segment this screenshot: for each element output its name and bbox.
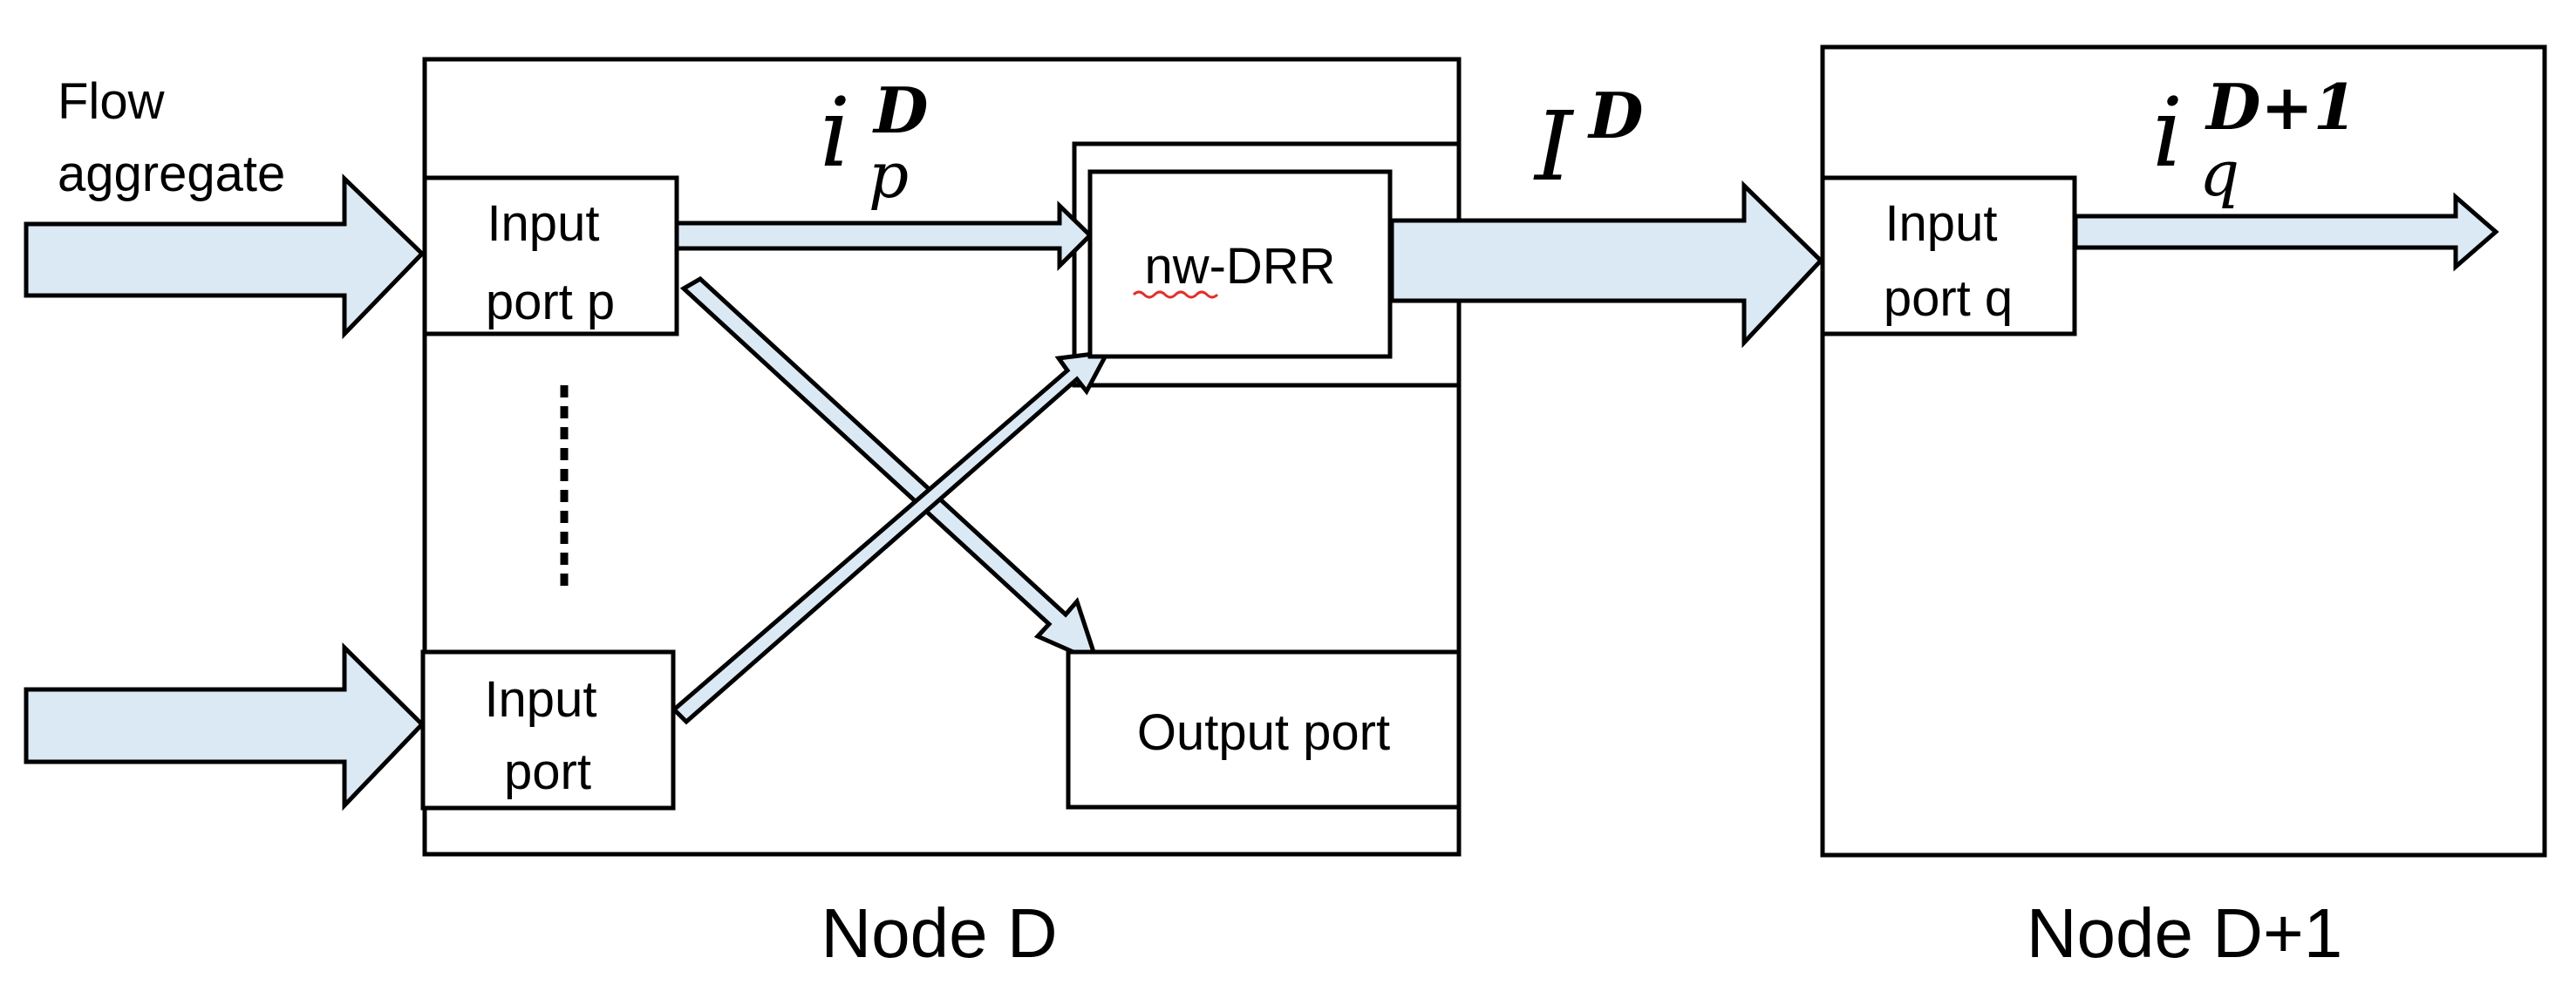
input-port-label: Input port [484,671,610,800]
crossbar-arrow-to-scheduler [671,349,1112,725]
input-port-p-box [422,175,679,336]
svg-text:D: D [872,73,928,147]
math-i-p-D: i D p [820,73,928,212]
arrow-scheduler-to-next-node [1389,180,1824,349]
crossbar-arrow-to-output [679,275,1101,667]
flow-aggregate-label: Flow aggregate [58,73,285,202]
node-d1-label: Node D+1 [2027,894,2342,972]
svg-text:I: I [1533,91,1575,202]
flow-aggregate-arrow [24,173,426,340]
node-d1-box [1820,44,2547,858]
nw-drr-label: nw-DRR [1144,238,1335,295]
lower-input-arrow [24,642,426,811]
output-port-box [1066,649,1462,810]
nw-drr-box [1087,169,1393,359]
input-port-p-label: Input port p [486,195,615,330]
svg-text:q: q [2199,137,2239,210]
math-I-D: I D [1533,78,1643,202]
svg-text:p: p [869,139,909,212]
arrow-ip-to-scheduler [674,200,1094,272]
input-port-q-label: Input port q [1884,195,2013,327]
input-port-box [420,649,676,811]
svg-text:i: i [2152,77,2183,188]
node-d-label: Node D [821,894,1057,972]
spellcheck-squiggle [1132,290,1219,299]
svg-text:D: D [1587,78,1643,153]
svg-text:D+1: D+1 [2205,70,2357,144]
svg-text:i: i [820,77,850,188]
input-port-q-box [1820,175,2077,336]
output-port-label: Output port [1137,704,1390,761]
math-i-q-D1: i D+1 q [2152,70,2357,210]
arrow-port-q-out [2073,192,2499,272]
scheduler-frame [1072,141,1459,388]
